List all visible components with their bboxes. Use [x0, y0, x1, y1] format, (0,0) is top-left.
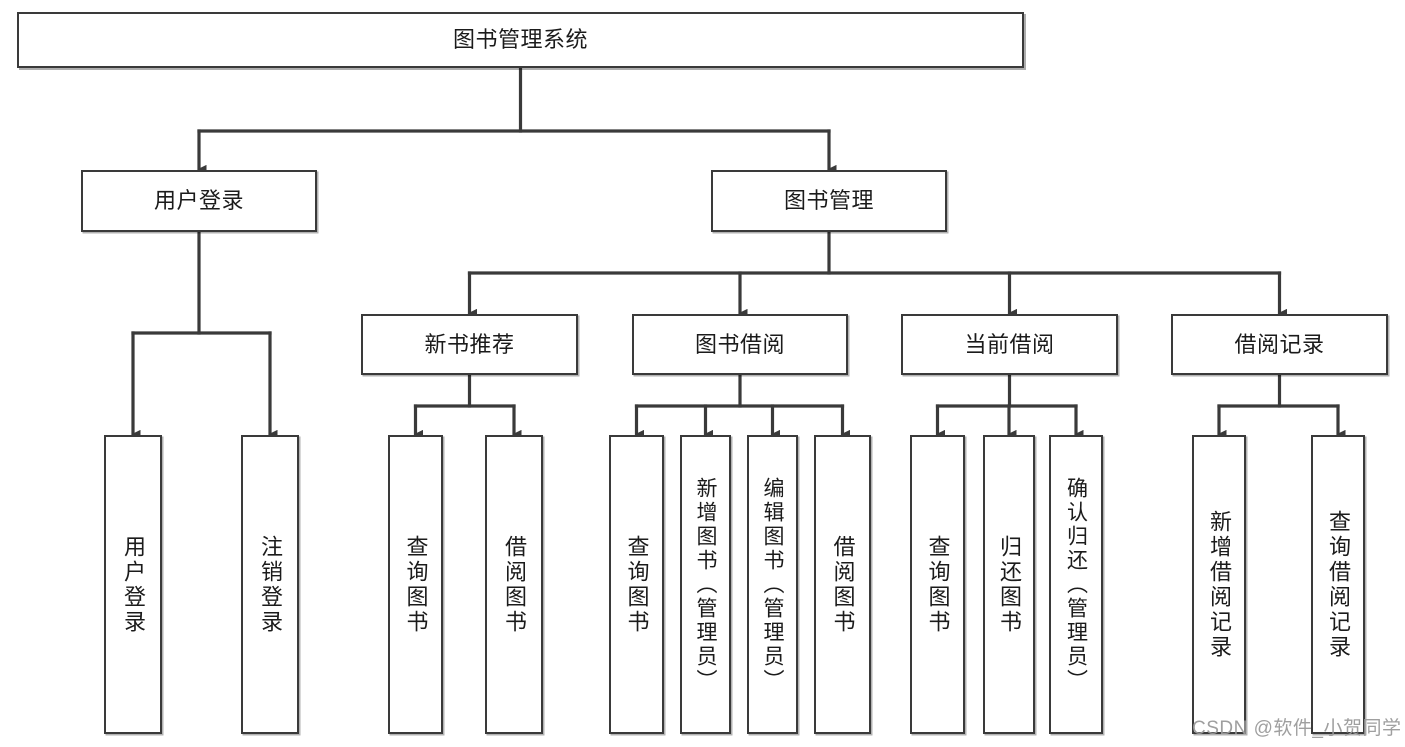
node-bookmgmt[interactable]: 图书管理 — [711, 170, 947, 232]
node-label: 确认归还（管理员） — [1064, 476, 1088, 693]
node-b-borrow[interactable]: 借阅图书 — [814, 435, 871, 734]
watermark-text: CSDN @软件_小贺同学 — [1192, 718, 1402, 739]
node-b-edit[interactable]: 编辑图书（管理员） — [747, 435, 798, 734]
node-r-query[interactable]: 查询借阅记录 — [1311, 435, 1365, 734]
node-label: 图书借阅 — [694, 331, 785, 357]
node-r-add[interactable]: 新增借阅记录 — [1192, 435, 1246, 734]
edge-group — [131, 66, 1346, 439]
node-label: 查询借阅记录 — [1326, 509, 1351, 660]
node-b-query[interactable]: 查询图书 — [609, 435, 664, 734]
node-label: 用户登录 — [121, 534, 146, 635]
node-c-confirm[interactable]: 确认归还（管理员） — [1049, 435, 1103, 734]
node-label: 借阅记录 — [1234, 331, 1325, 357]
node-borrowrec[interactable]: 借阅记录 — [1171, 314, 1388, 375]
node-label: 注销登录 — [258, 534, 283, 635]
node-label: 用户登录 — [153, 188, 244, 214]
node-label: 图书管理 — [783, 188, 874, 214]
node-label: 查询图书 — [925, 534, 951, 635]
node-borrowbook[interactable]: 图书借阅 — [632, 314, 848, 375]
node-label: 借阅图书 — [502, 534, 527, 635]
node-newbook[interactable]: 新书推荐 — [361, 314, 578, 375]
node-label: 查询图书 — [403, 534, 429, 635]
node-l-logout[interactable]: 注销登录 — [241, 435, 299, 734]
node-label: 归还图书 — [997, 534, 1022, 635]
node-n-query[interactable]: 查询图书 — [388, 435, 443, 734]
node-label: 图书管理系统 — [452, 27, 588, 53]
node-n-borrow[interactable]: 借阅图书 — [485, 435, 543, 734]
node-label: 新增图书（管理员） — [694, 476, 717, 693]
node-root[interactable]: 图书管理系统 — [17, 12, 1024, 68]
node-b-add[interactable]: 新增图书（管理员） — [680, 435, 731, 734]
node-label: 借阅图书 — [830, 534, 856, 635]
node-c-query[interactable]: 查询图书 — [910, 435, 965, 734]
node-c-return[interactable]: 归还图书 — [983, 435, 1035, 734]
node-label: 当前借阅 — [964, 331, 1055, 357]
node-label: 查询图书 — [624, 534, 650, 635]
node-l-login[interactable]: 用户登录 — [104, 435, 162, 734]
node-currborrow[interactable]: 当前借阅 — [901, 314, 1118, 375]
node-label: 新书推荐 — [424, 331, 515, 357]
node-label: 编辑图书（管理员） — [761, 476, 784, 693]
node-label: 新增借阅记录 — [1207, 509, 1232, 660]
node-login[interactable]: 用户登录 — [81, 170, 317, 232]
